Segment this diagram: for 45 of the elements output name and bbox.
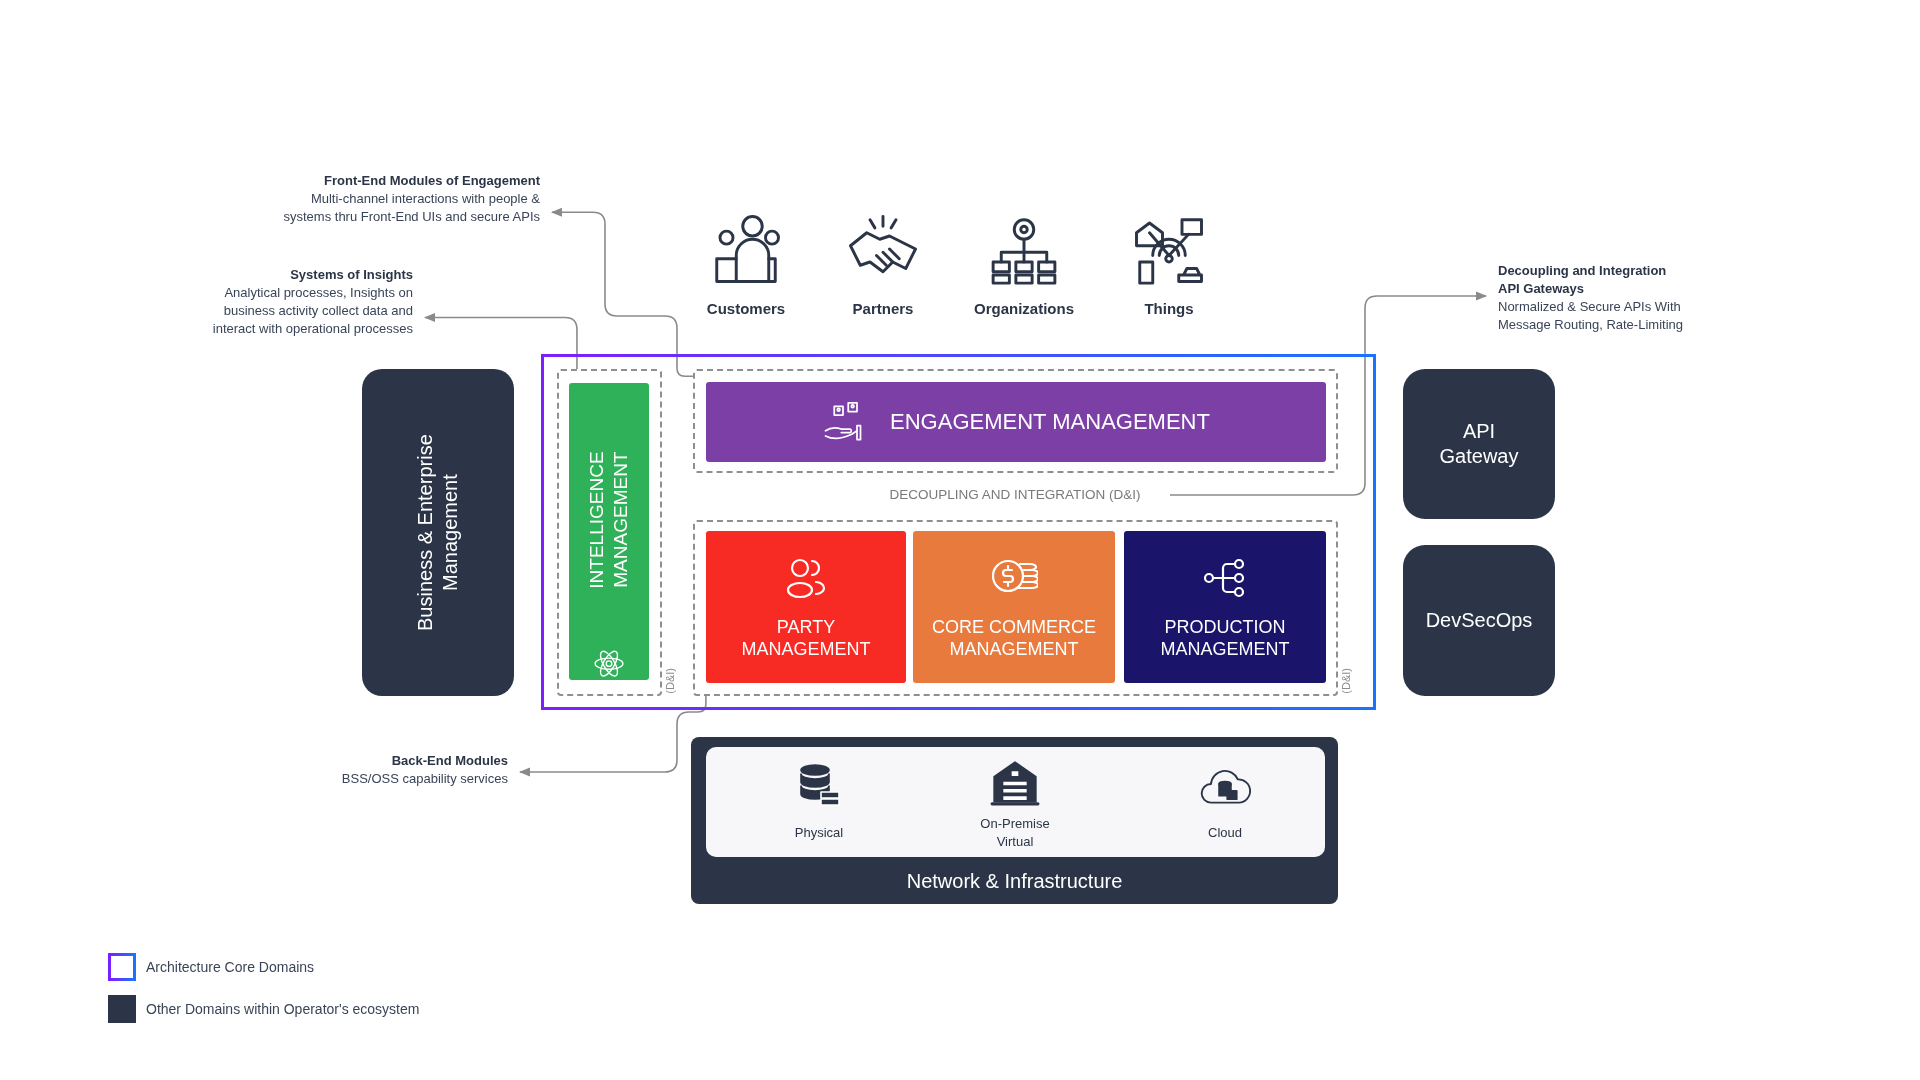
leader-line <box>550 207 694 378</box>
block-title: INTELLIGENCE MANAGEMENT <box>585 450 632 591</box>
annotation-text: Normalized & Secure APIs With Message Routing, Rate-Limiting <box>1498 298 1684 334</box>
module-box <box>913 531 1115 683</box>
annotation-text: Multi-channel interactions with people & systems thru Front-End UIs and secure APIs <box>282 190 540 226</box>
leader-line <box>423 313 578 370</box>
dashed-region <box>693 369 1338 473</box>
domain-block <box>691 737 1338 904</box>
block-title: API Gateway <box>1438 419 1520 469</box>
annotation-text: Analytical processes, Insights on business activity collect data and interact with operational processes <box>211 284 413 338</box>
audience-label: Things <box>1143 300 1195 318</box>
inner-panel <box>706 747 1325 857</box>
platform-label: On-Premise Virtual <box>979 815 1051 851</box>
annotation-heading: Decoupling and Integration API Gateways <box>1498 262 1668 298</box>
block-title: DevSecOps <box>1425 608 1533 633</box>
module-box <box>569 383 649 680</box>
annotation-heading: Front-End Modules of Engagement <box>323 172 540 190</box>
block-title: ENGAGEMENT MANAGEMENT <box>890 408 1210 436</box>
domain-block <box>1403 369 1555 519</box>
module-box <box>706 531 906 683</box>
region-label: (D&I) <box>664 668 676 694</box>
domain-block <box>1403 545 1555 696</box>
domain-frame <box>541 354 1376 710</box>
module-box <box>706 382 1326 462</box>
block-title: Network & Infrastructure <box>905 869 1124 894</box>
annotation-heading: Systems of Insights <box>289 266 413 284</box>
block-title: PARTY MANAGEMENT <box>740 615 872 661</box>
region-label: (D&I) <box>1340 668 1352 694</box>
block-title: CORE COMMERCE MANAGEMENT <box>931 615 1097 661</box>
audience-label: Customers <box>705 300 787 318</box>
legend-label: Other Domains within Operator's ecosystem <box>146 1001 420 1017</box>
section-label: DECOUPLING AND INTEGRATION (D&I) <box>860 484 1170 506</box>
legend-label: Architecture Core Domains <box>146 959 315 975</box>
audience-label: Partners <box>851 300 915 318</box>
leader-line <box>1169 291 1488 496</box>
audience-label: Organizations <box>973 300 1075 318</box>
block-title: Business & Enterprise Management <box>413 433 462 633</box>
platform-label: Physical <box>793 824 845 842</box>
annotation-text: BSS/OSS capability services <box>340 770 508 788</box>
leader-line <box>518 695 707 777</box>
domain-block <box>362 369 514 696</box>
block-title: PRODUCTION MANAGEMENT <box>1159 615 1291 661</box>
annotation-heading: Back-End Modules <box>390 752 508 770</box>
module-box <box>1124 531 1326 683</box>
platform-label: Cloud <box>1207 824 1243 842</box>
